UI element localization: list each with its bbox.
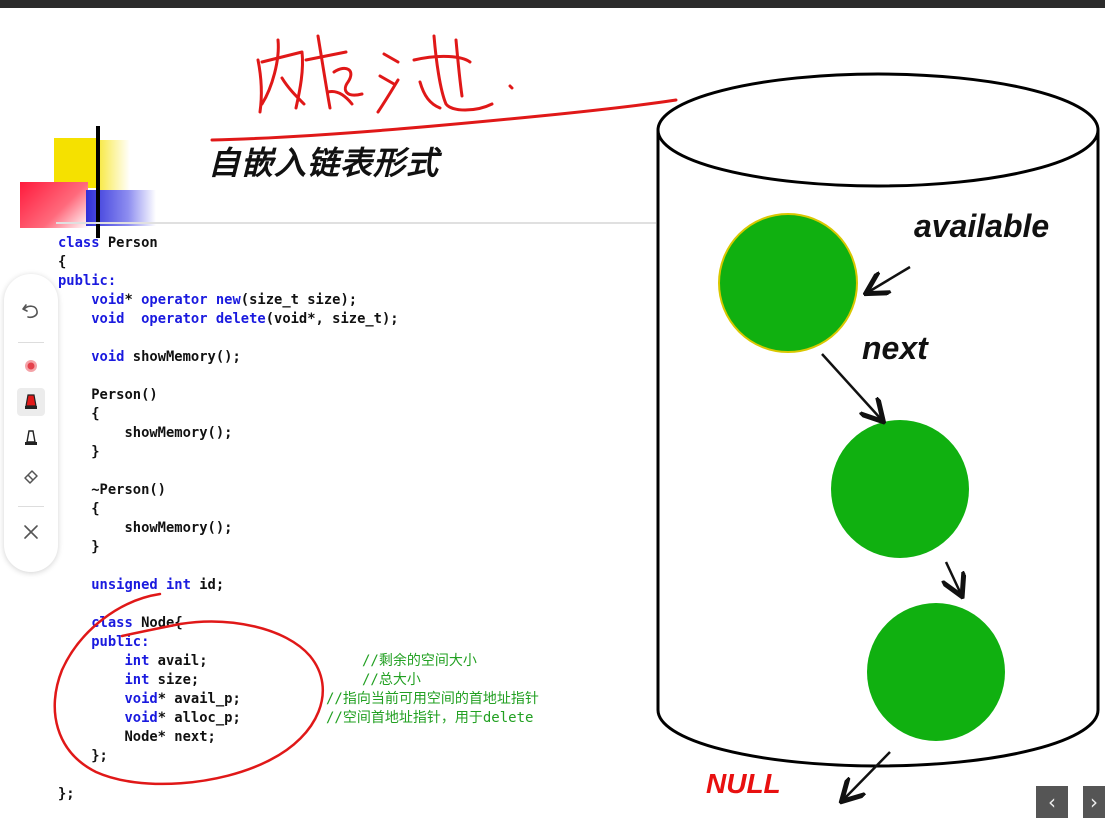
toolbar-separator	[18, 342, 44, 343]
code-line: class Node{	[91, 615, 183, 631]
code-line: {	[58, 254, 67, 270]
code-line	[58, 367, 399, 386]
slide-title: 自嵌入链表形式	[208, 144, 440, 182]
laser-pointer-icon	[25, 360, 37, 372]
code-keyword: void	[124, 710, 158, 726]
decor-red-square	[20, 182, 88, 228]
code-keyword: unsigned int	[91, 577, 191, 593]
window-top-bar	[0, 0, 1105, 8]
code-keyword: void	[91, 292, 125, 308]
code-line: ~Person()	[58, 482, 166, 498]
code-line: }	[58, 444, 100, 460]
decor-vertical-line	[96, 126, 100, 238]
code-line	[58, 557, 399, 576]
code-line: public:	[58, 633, 399, 652]
laser-pointer-button[interactable]	[17, 352, 45, 380]
red-pen-button[interactable]	[17, 388, 45, 416]
label-available: available	[914, 208, 1050, 244]
code-keyword: void	[124, 691, 158, 707]
code-line	[58, 462, 399, 481]
next-slide-button[interactable]: ›	[1083, 786, 1105, 818]
eraser-button[interactable]	[17, 462, 45, 490]
toolbar-separator	[18, 506, 44, 507]
code-line: Node* next;	[58, 729, 216, 745]
code-comment: //指向当前可用空间的首地址指针	[326, 691, 539, 707]
code-comment: //剩余的空间大小	[362, 653, 477, 669]
code-comment: //总大小	[362, 672, 421, 688]
code-line: class Person	[58, 235, 158, 251]
label-next: next	[862, 330, 928, 366]
code-keyword: operator delete	[141, 311, 266, 327]
code-line: showMemory();	[58, 425, 233, 441]
code-line	[58, 329, 399, 348]
code-line: };	[58, 786, 75, 802]
memory-pool-cylinder	[656, 72, 1100, 768]
pen-black-icon	[25, 430, 37, 445]
code-line: void showMemory();	[91, 349, 241, 365]
code-line: showMemory();	[58, 520, 233, 536]
code-line: void operator delete(void*, size_t);	[91, 311, 399, 327]
code-line: }	[58, 539, 100, 555]
divider	[56, 222, 656, 224]
decor-yellow-square	[54, 138, 96, 188]
code-keyword: class	[91, 615, 133, 631]
prev-slide-button[interactable]: ‹	[1036, 786, 1068, 818]
code-keyword: class	[58, 235, 100, 251]
code-keyword: int	[124, 653, 150, 669]
code-keyword: public:	[91, 634, 150, 650]
annotation-toolbar	[4, 274, 58, 572]
code-line: {	[58, 406, 100, 422]
undo-icon	[22, 304, 38, 319]
chevron-left-icon: ‹	[1048, 790, 1056, 814]
code-line	[58, 595, 399, 614]
undo-button[interactable]	[17, 296, 45, 324]
code-line	[58, 766, 399, 785]
label-null: NULL	[706, 768, 781, 799]
code-line: unsigned int id;	[91, 577, 225, 593]
code-keyword: void	[91, 349, 125, 365]
code-keyword: operator new	[141, 292, 241, 308]
close-icon	[24, 525, 38, 539]
code-keyword: void	[91, 311, 125, 327]
code-comment: //空间首地址指针，用于delete	[326, 710, 534, 726]
code-line: int avail;	[124, 653, 208, 669]
decor-yellow-fade	[100, 140, 130, 190]
close-toolbar-button[interactable]	[17, 518, 45, 546]
black-pen-button[interactable]	[17, 424, 45, 452]
code-keyword: public:	[58, 273, 117, 289]
code-keyword: int	[124, 672, 150, 688]
code-line: void* operator new(size_t size);	[91, 292, 358, 308]
highlighter-red-icon	[25, 394, 37, 409]
chevron-right-icon: ›	[1090, 790, 1098, 814]
code-line: Person()	[58, 387, 158, 403]
code-line: };	[58, 748, 108, 764]
code-line: public:	[58, 272, 399, 291]
eraser-icon	[24, 470, 38, 484]
code-line: {	[58, 501, 100, 517]
